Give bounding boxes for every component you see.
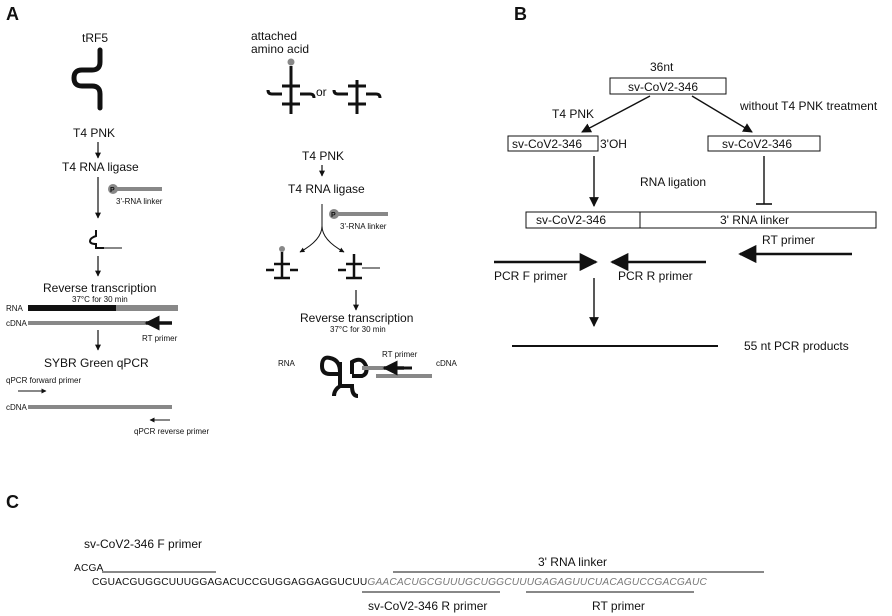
cdna-left-label: cDNA (6, 319, 28, 328)
phosphate-circle-right (329, 209, 339, 219)
b-ligation: RNA ligation (640, 175, 706, 189)
trna-cloverleaf-2 (332, 80, 382, 114)
cdna-left2-label: cDNA (6, 403, 28, 412)
or-label: or (316, 85, 327, 99)
rt-cond-left: 37°C for 30 min (72, 295, 128, 304)
b-rt-primer: RT primer (762, 233, 815, 247)
phosphate-label: P (110, 187, 115, 194)
b-pcr-f: PCR F primer (494, 269, 567, 283)
attached-line2: amino acid (251, 42, 309, 56)
c-sequence: CGUACGUGGCUUUGGAGACUCCGUGGAGGAGGUCUUGAAC… (92, 577, 707, 588)
t4pnk-left: T4 PNK (73, 126, 115, 140)
linker-right-label: 3'-RNA linker (340, 222, 387, 231)
phosphate-circle (108, 184, 118, 194)
panel-label-b: B (514, 4, 527, 24)
b-without: without T4 PNK treatment (739, 99, 878, 113)
b-36nt: 36nt (650, 60, 674, 74)
qpcr-fwd-label: qPCR forward primer (6, 376, 81, 385)
c-linker: 3' RNA linker (538, 555, 607, 569)
trf5-label: tRF5 (82, 31, 108, 45)
box-left (507, 135, 599, 152)
attached-line1: attached (251, 29, 297, 43)
b-3oh: 3'OH (600, 137, 627, 151)
c-rt-primer: RT primer (592, 599, 645, 613)
b-pcr-r: PCR R primer (618, 269, 693, 283)
box-right (707, 135, 821, 152)
rt-cond-right: 37°C for 30 min (330, 325, 386, 334)
trna-product-left (266, 252, 298, 280)
c-seq-rna: CGUACGUGGCUUUGGAGACUCCGUGGAGGAGGUCUU (92, 577, 367, 588)
ligated-product-dark (88, 230, 118, 249)
c-acga: ACGA (74, 563, 104, 574)
split-arrow-left (299, 204, 323, 253)
small-aa-dot (279, 246, 285, 252)
cdna-right-label: cDNA (436, 359, 458, 368)
ligase-right: T4 RNA ligase (288, 182, 365, 196)
c-f-primer: sv-CoV2-346 F primer (84, 537, 202, 551)
box-top-text: sv-CoV2-346 (628, 80, 698, 94)
arrow-to-right-box (691, 95, 753, 133)
rt-primer-left: RT primer (142, 334, 178, 343)
rt-right: Reverse transcription (300, 311, 413, 325)
qpcr-rev-label: qPCR reverse primer (134, 427, 209, 436)
panel-label-a: A (6, 4, 19, 24)
sybr-label: SYBR Green qPCR (44, 356, 149, 370)
arrow-to-left-box (581, 95, 651, 133)
panel-label-c: C (6, 492, 19, 512)
box-lig-right (639, 211, 877, 229)
ligase-left: T4 RNA ligase (62, 160, 139, 174)
box-left-text: sv-CoV2-346 (512, 137, 582, 151)
c-seq-linker: GAACACUGCGUUUGCUGGCUUUGAGAGUUCUACAGUCCGA… (367, 577, 707, 588)
c-r-primer: sv-CoV2-346 R primer (368, 599, 487, 613)
linker-left-label: 3'-RNA linker (116, 197, 163, 206)
box-right-text: sv-CoV2-346 (722, 137, 792, 151)
split-arrow-right (321, 225, 345, 253)
rt-primer-right-label: RT primer (382, 350, 418, 359)
rna-left-label: RNA (6, 304, 24, 313)
trna-product-right (338, 254, 362, 280)
trf5-structure (71, 47, 103, 111)
box-lig-right-text: 3' RNA linker (720, 213, 789, 227)
rna-right-label: RNA (278, 359, 296, 368)
box-lig-left-text: sv-CoV2-346 (536, 213, 606, 227)
box-top (609, 77, 727, 95)
phosphate-label-right: P (331, 212, 336, 219)
trna-cloverleaf-1 (266, 66, 316, 114)
t4pnk-right: T4 PNK (302, 149, 344, 163)
amino-acid-dot (287, 58, 295, 66)
rt-left: Reverse transcription (43, 281, 156, 295)
trna-rt-complex (319, 355, 369, 398)
b-t4pnk: T4 PNK (552, 107, 594, 121)
b-product: 55 nt PCR products (744, 339, 849, 353)
